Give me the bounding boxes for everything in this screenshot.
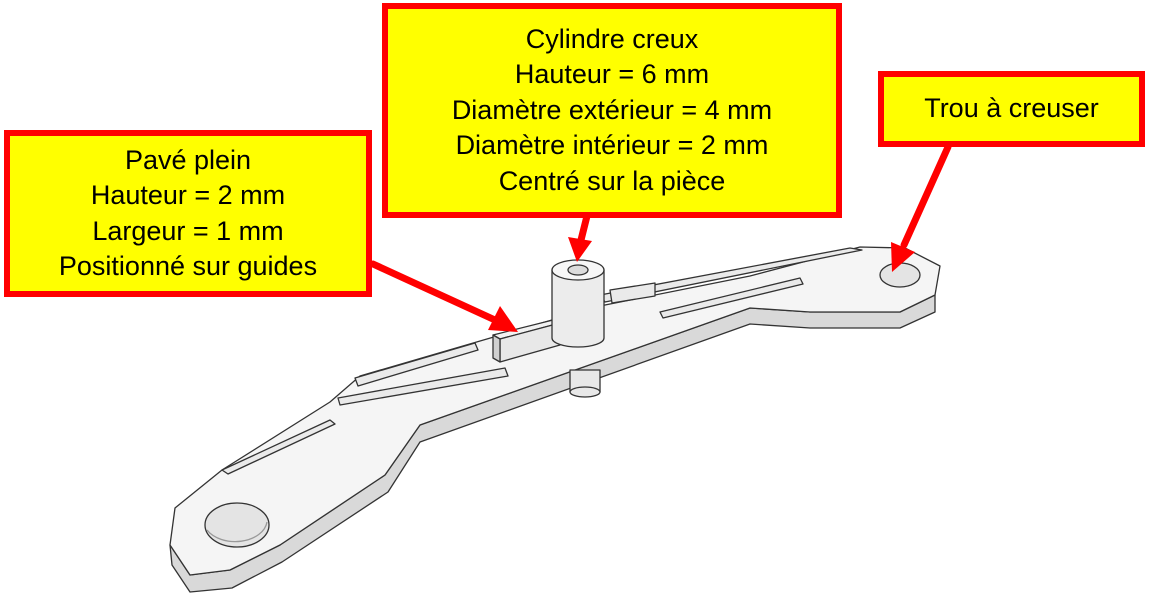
callout-line: Pavé plein — [124, 144, 252, 175]
callout-trou-a-creuser: Trou à creuser — [878, 71, 1145, 147]
left-hole — [204, 502, 270, 548]
callout-line: Cylindre creux — [525, 23, 699, 54]
arrow-trou — [900, 143, 952, 249]
part-body — [169, 246, 941, 593]
callout-line: Centré sur la pièce — [498, 165, 726, 196]
guide-rails — [221, 247, 863, 475]
arrow-trou-head — [891, 242, 915, 272]
callout-line: Hauteur = 2 mm — [90, 180, 286, 210]
arrow-cylindre-head — [568, 237, 592, 262]
callout-pave-plein: Pavé plein Hauteur = 2 mm Largeur = 1 mm… — [4, 130, 372, 297]
cylinder-bottom-peg — [569, 369, 601, 398]
arrow-pave — [369, 260, 499, 324]
callout-line: Diamètre intérieur = 2 mm — [455, 130, 769, 161]
callout-line: Hauteur = 6 mm — [514, 59, 710, 90]
right-hole — [879, 262, 921, 288]
cylindre-creux — [551, 259, 605, 348]
callout-cylindre-creux: Cylindre creux Hauteur = 6 mm Diamètre e… — [382, 3, 842, 218]
arrows — [369, 143, 952, 332]
arrow-cylindre — [577, 212, 591, 244]
callout-line: Largeur = 1 mm — [92, 215, 284, 246]
callout-line: Positionné sur guides — [58, 251, 318, 281]
arrow-pave-head — [488, 306, 518, 332]
callout-line: Diamètre extérieur = 4 mm — [451, 94, 773, 125]
callout-line: Trou à creuser — [924, 93, 1099, 124]
